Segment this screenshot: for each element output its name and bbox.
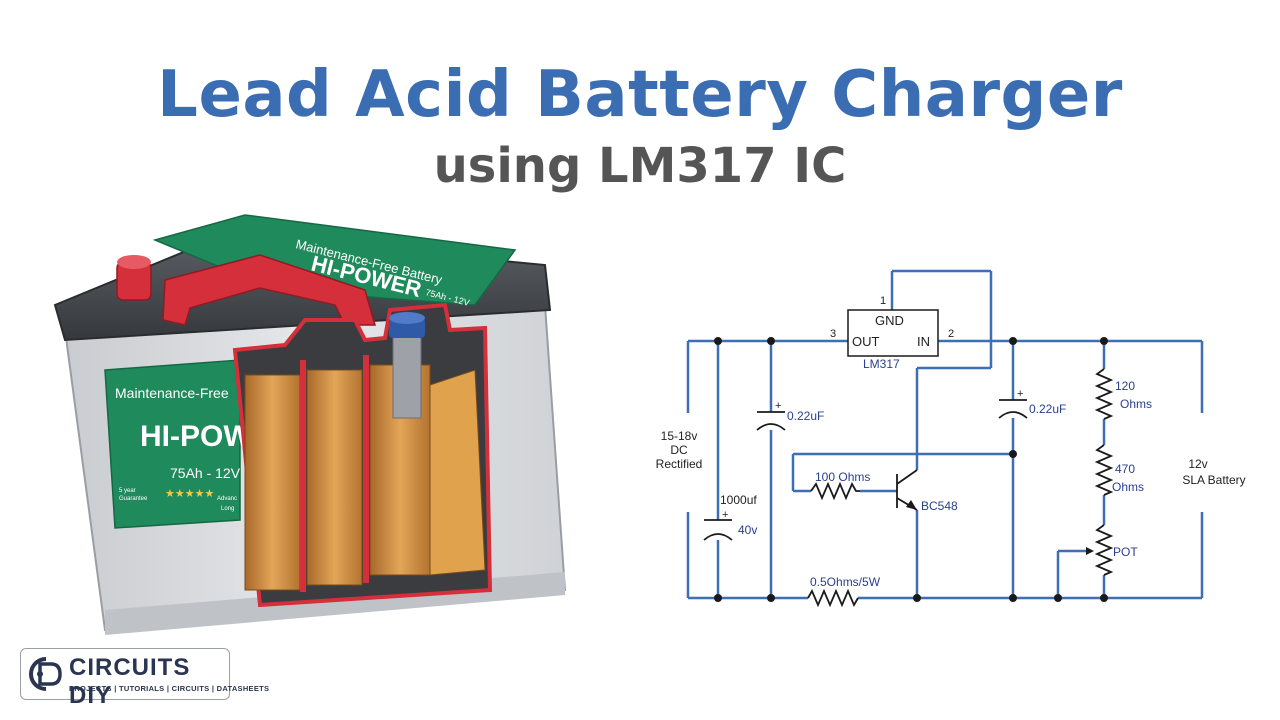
c-in-value: 0.22uF bbox=[787, 409, 824, 423]
logo-name: CIRCUITS DIY bbox=[69, 654, 191, 709]
transistor-bc548 bbox=[896, 469, 918, 511]
circuit-junctions bbox=[714, 337, 1108, 602]
output-label-2: SLA Battery bbox=[1182, 473, 1245, 487]
c-main-plus: + bbox=[722, 509, 728, 521]
carry-handle bbox=[162, 254, 376, 326]
junction-dot bbox=[767, 594, 775, 602]
ic-gnd-label: GND bbox=[875, 313, 904, 328]
resistor-r2 bbox=[1094, 444, 1114, 496]
potentiometer bbox=[1094, 524, 1114, 576]
r2-unit: Ohms bbox=[1112, 480, 1144, 494]
ic-pin2-label: 2 bbox=[948, 328, 954, 340]
c-out-plus: + bbox=[1017, 388, 1023, 400]
c-main-value: 1000uf bbox=[720, 493, 757, 507]
side-small-1: 5 year bbox=[119, 488, 136, 494]
capacitor-c-out bbox=[998, 399, 1028, 419]
circuit-logo-icon bbox=[29, 657, 65, 691]
output-label-1: 12v bbox=[1188, 457, 1207, 471]
resistor-r1 bbox=[1094, 368, 1114, 420]
junction-dot bbox=[767, 337, 775, 345]
r-sense-value: 0.5Ohms/5W bbox=[810, 575, 881, 589]
junction-dot bbox=[1100, 594, 1108, 602]
r2-value: 470 bbox=[1115, 462, 1135, 476]
pot-label: POT bbox=[1113, 545, 1138, 559]
resistor-r-base bbox=[810, 481, 860, 501]
ic-out-label: OUT bbox=[852, 334, 880, 349]
lm317-chip bbox=[847, 309, 939, 357]
ic-pin3-label: 3 bbox=[830, 328, 836, 340]
c-out-value: 0.22uF bbox=[1029, 402, 1066, 416]
side-small-3: Advanc bbox=[217, 496, 237, 502]
side-spec: 75Ah - 12V bbox=[170, 465, 241, 481]
ic-in-label: IN bbox=[917, 334, 930, 349]
r1-unit: Ohms bbox=[1120, 397, 1152, 411]
junction-dot bbox=[1009, 450, 1017, 458]
input-label-2: DC bbox=[670, 443, 688, 457]
junction-dot bbox=[714, 594, 722, 602]
logo-tagline: PROJECTS | TUTORIALS | CIRCUITS | DATASH… bbox=[69, 684, 270, 693]
ic-pin1-label: 1 bbox=[880, 295, 886, 307]
c-in-plus: + bbox=[775, 400, 781, 412]
junction-dot bbox=[1009, 594, 1017, 602]
junction-dot bbox=[1100, 337, 1108, 345]
side-label-panel bbox=[104, 359, 241, 529]
resistor-r-sense bbox=[807, 588, 859, 608]
side-label-1: Maintenance-Free bbox=[115, 385, 229, 401]
page-title: Lead Acid Battery Charger bbox=[157, 58, 1123, 132]
battery-illustration: Maintenance-Free Battery HI-POWER 75Ah -… bbox=[53, 214, 567, 635]
side-small-2: Guarantee bbox=[119, 496, 148, 502]
pot-wiper-arrow-icon bbox=[1086, 547, 1094, 555]
r-base-value: 100 Ohms bbox=[815, 470, 870, 484]
side-small-4: Long bbox=[221, 506, 234, 512]
charger-schematic: GND OUT IN LM317 1 2 3 15-18v DC Rectifi… bbox=[656, 269, 1246, 608]
input-label-3: Rectified bbox=[656, 457, 703, 471]
page-subtitle: using LM317 IC bbox=[433, 138, 847, 194]
transistor-emitter-arrow-icon bbox=[906, 500, 917, 510]
r1-value: 120 bbox=[1115, 379, 1135, 393]
circuits-diy-logo[interactable]: CIRCUITS DIY PROJECTS | TUTORIALS | CIRC… bbox=[20, 648, 269, 709]
transistor-label: BC548 bbox=[921, 499, 958, 513]
side-label-2: HI-POW bbox=[140, 420, 252, 453]
terminal-post-icon bbox=[389, 312, 425, 419]
input-label-1: 15-18v bbox=[661, 429, 698, 443]
junction-dot bbox=[1054, 594, 1062, 602]
ic-name-label: LM317 bbox=[863, 357, 900, 371]
junction-dot bbox=[1009, 337, 1017, 345]
junction-dot bbox=[714, 337, 722, 345]
junction-dot bbox=[913, 594, 921, 602]
c-main-voltage: 40v bbox=[738, 523, 757, 537]
capacitor-c-main bbox=[703, 519, 733, 541]
cell-plates bbox=[244, 364, 486, 591]
rating-stars: ★★★★★ bbox=[165, 487, 214, 500]
capacitor-c-in bbox=[756, 411, 786, 431]
positive-terminal-icon bbox=[116, 255, 152, 301]
